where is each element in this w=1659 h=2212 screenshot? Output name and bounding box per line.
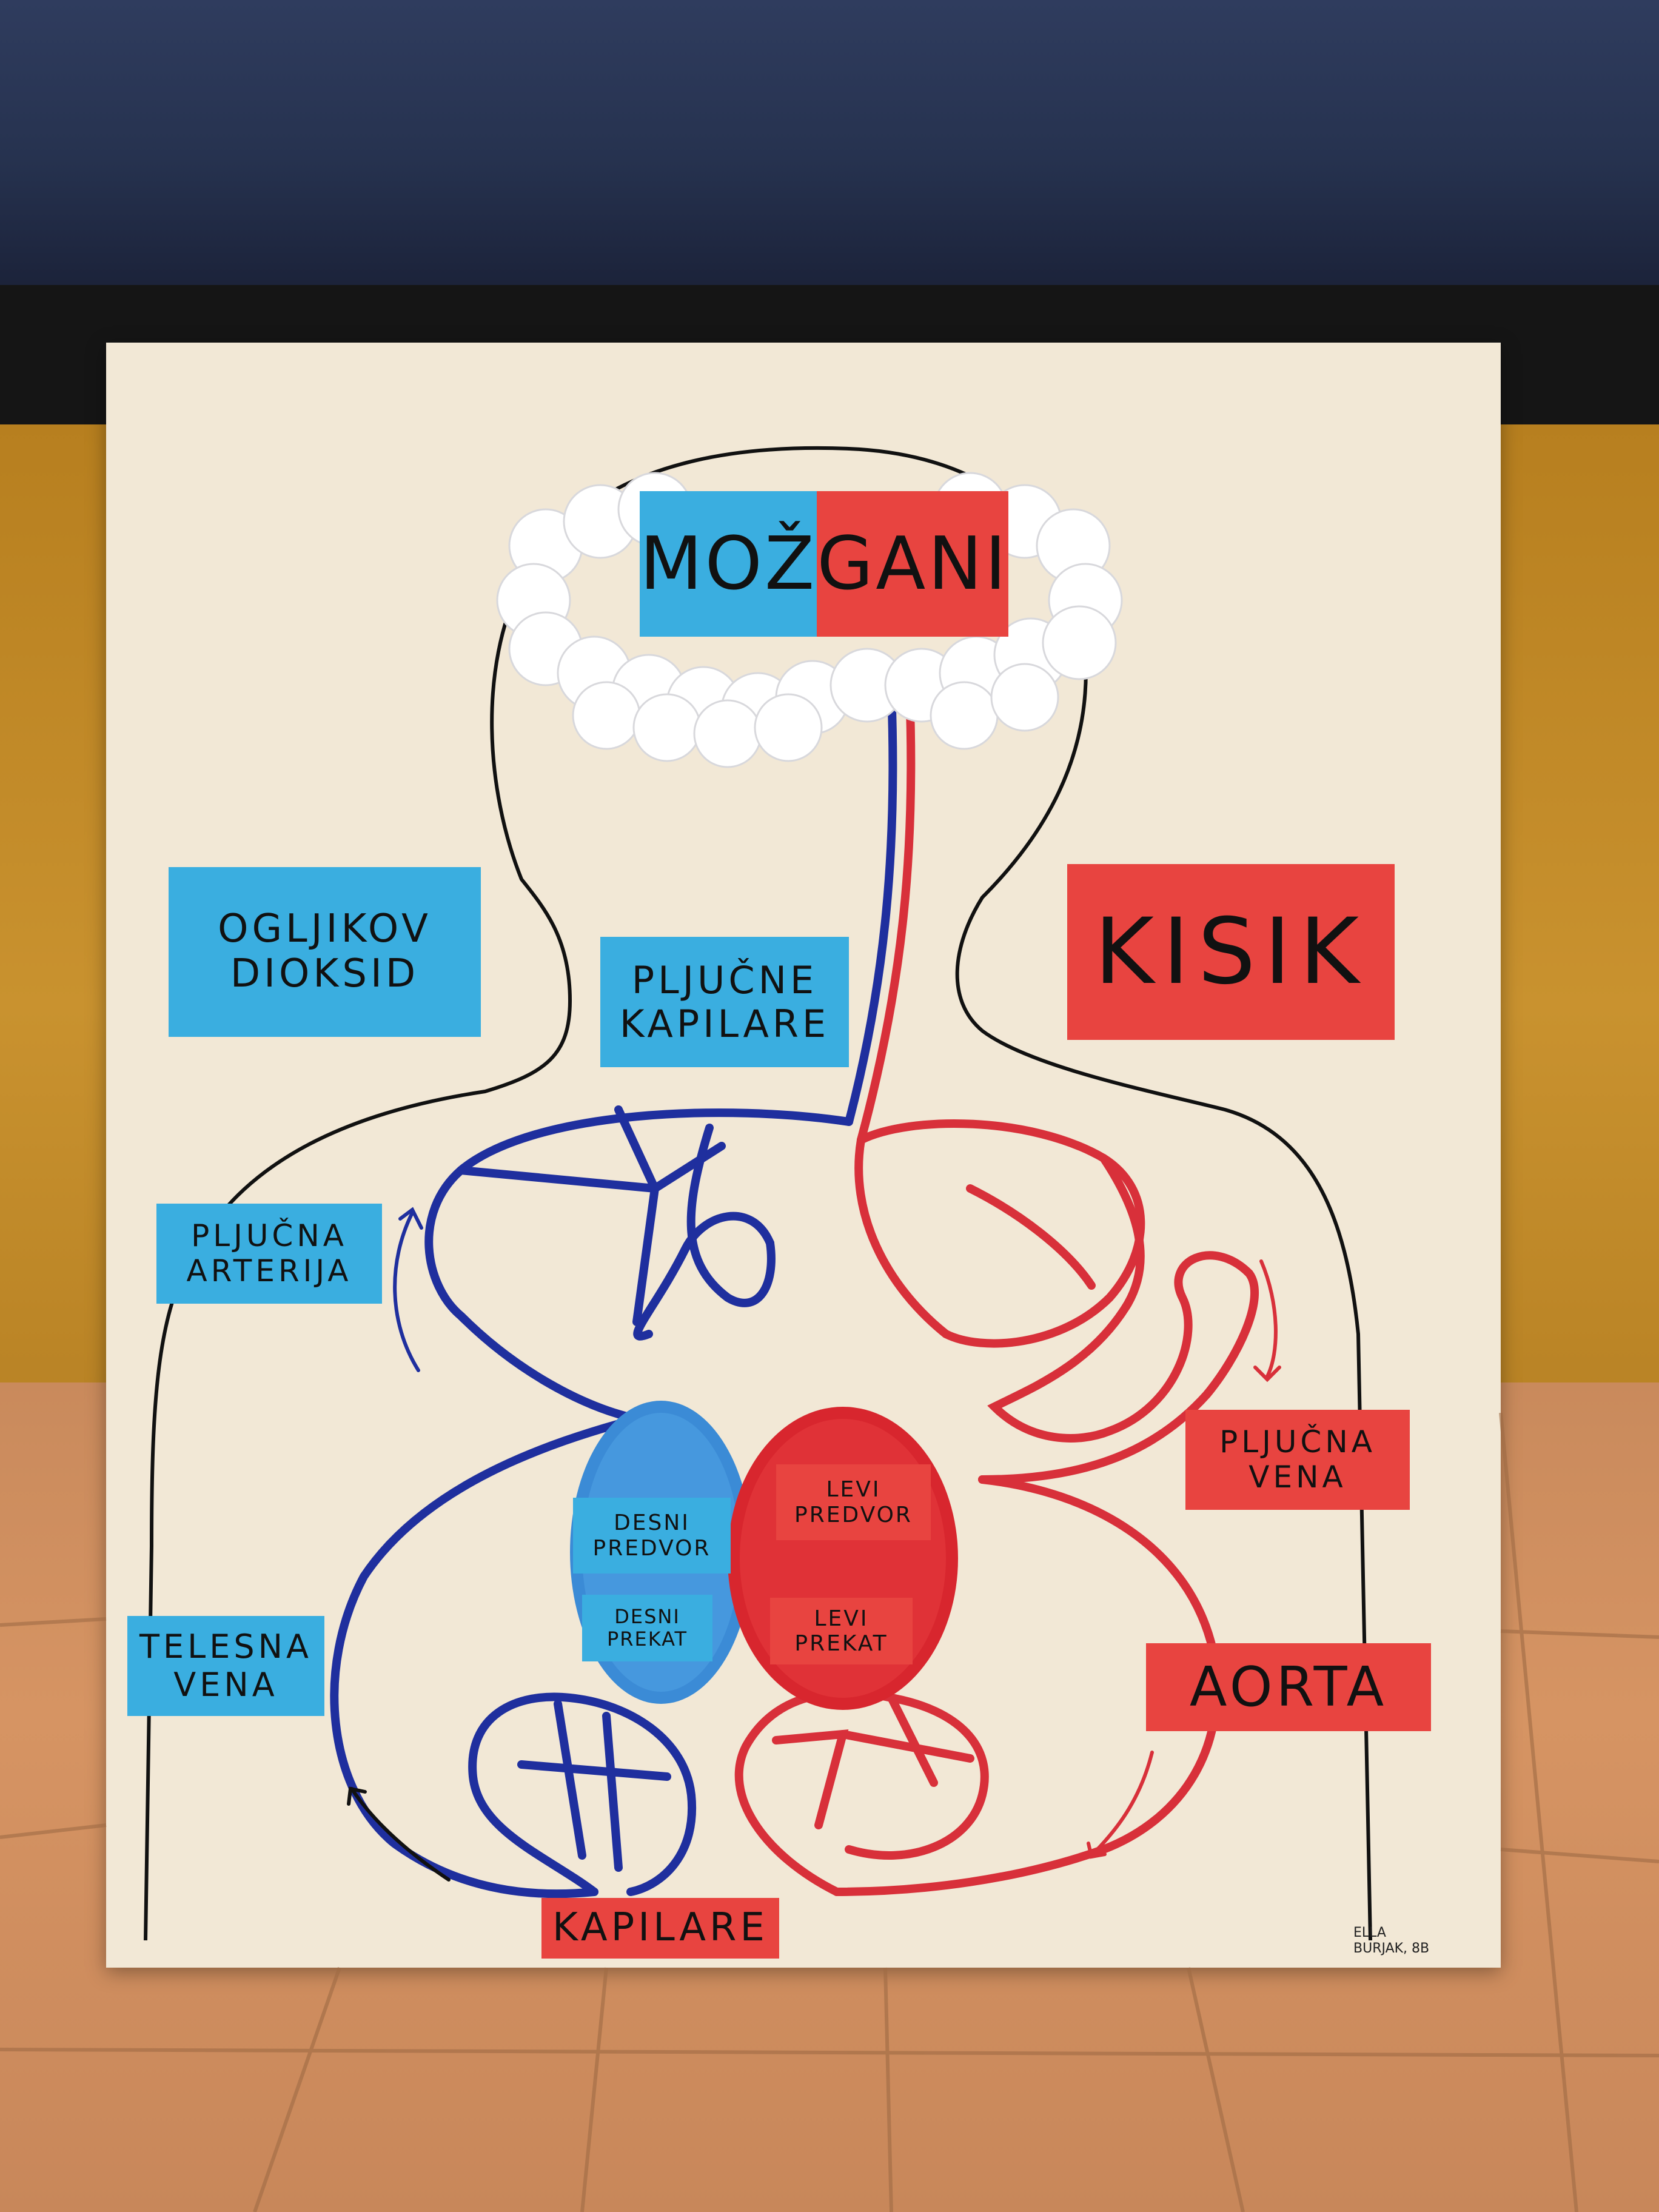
pulmonary-artery-line2: ARTERIJA — [186, 1253, 352, 1289]
left-atrium-line2: PREDVOR — [794, 1502, 913, 1527]
signature-line1: ELLA — [1353, 1925, 1386, 1940]
right-ventricle-line1: DESNI — [614, 1605, 680, 1629]
curtain-background — [0, 0, 1659, 291]
left-ventricle-line2: PREKAT — [794, 1631, 888, 1656]
brain-cotton — [496, 472, 1123, 768]
signature: ELLA BURJAK, 8B — [1353, 1925, 1444, 1974]
right-ventricle-label: DESNI PREKAT — [582, 1595, 712, 1661]
right-ventricle-line2: PREKAT — [606, 1627, 688, 1651]
brain-label-right: GANI — [817, 491, 1009, 637]
left-atrium-label: LEVI PREDVOR — [776, 1464, 931, 1540]
lung-capillaries-line2: KAPILARE — [619, 1001, 830, 1046]
left-ventricle-label: LEVI PREKAT — [770, 1598, 913, 1664]
lung-capillaries-label: PLJUČNE KAPILARE — [600, 937, 849, 1067]
capillaries-label: KAPILARE — [541, 1898, 779, 1959]
body-outline — [144, 446, 1372, 1941]
left-ventricle-line1: LEVI — [814, 1606, 869, 1631]
floor-tile-lines — [0, 1412, 1659, 2212]
body-vein-label: TELESNA VENA — [127, 1616, 324, 1716]
right-atrium-label: DESNI PREDVOR — [573, 1498, 731, 1574]
body-vein-line2: VENA — [173, 1665, 278, 1704]
co2-label-line2: DIOKSID — [230, 951, 420, 996]
brain-label: MOŽ GANI — [640, 491, 1009, 637]
left-atrium-line1: LEVI — [826, 1477, 881, 1503]
pulmonary-artery-line1: PLJUČNA — [191, 1218, 347, 1253]
right-atrium-line1: DESNI — [614, 1510, 690, 1536]
co2-label-line1: OGLJIKOV — [218, 907, 432, 952]
pulmonary-artery-label: PLJUČNA ARTERIJA — [156, 1204, 382, 1304]
pulmonary-vein-line2: VENA — [1248, 1459, 1347, 1495]
oxygen-label: KISIK — [1067, 864, 1395, 1040]
aorta-label: AORTA — [1146, 1643, 1431, 1731]
aorta-label-text: AORTA — [1189, 1655, 1388, 1719]
right-atrium-line2: PREDVOR — [592, 1535, 711, 1561]
capillaries-label-text: KAPILARE — [552, 1905, 768, 1951]
brain-label-left: MOŽ — [640, 491, 817, 637]
pulmonary-vein-line1: PLJUČNA — [1219, 1424, 1376, 1460]
flow-arrows — [347, 1207, 1281, 1882]
body-vein-line1: TELESNA — [139, 1627, 312, 1666]
co2-label: OGLJIKOV DIOKSID — [169, 867, 481, 1037]
oxygen-label-text: KISIK — [1094, 899, 1368, 1005]
lung-capillaries-line1: PLJUČNE — [631, 958, 818, 1003]
red-tubes — [734, 687, 1259, 1896]
blue-tubes — [330, 687, 897, 1899]
signature-line2: BURJAK, 8B — [1353, 1941, 1430, 1957]
pulmonary-vein-label: PLJUČNA VENA — [1185, 1410, 1410, 1510]
